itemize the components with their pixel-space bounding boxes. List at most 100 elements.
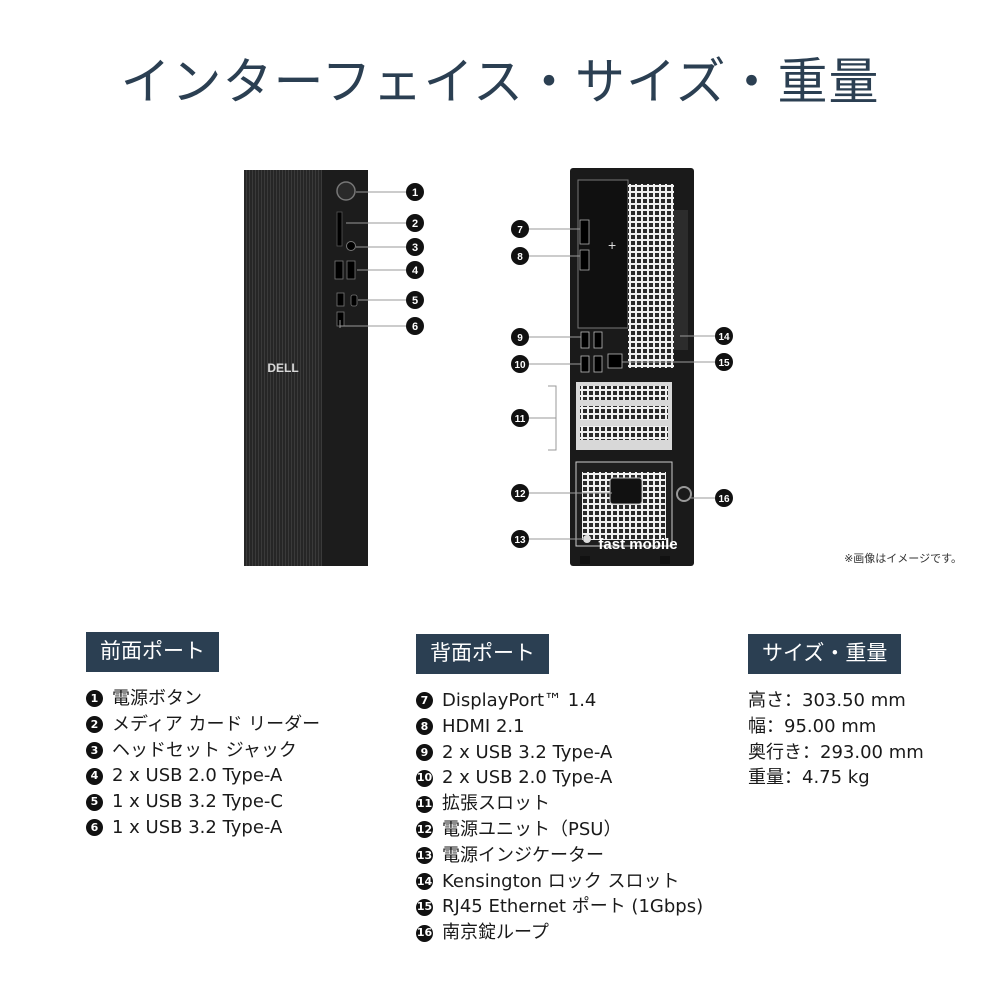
svg-text:13: 13 <box>514 535 526 546</box>
item-number-badge: 11 <box>416 795 433 813</box>
list-item: 8 HDMI 2.1 <box>416 714 703 740</box>
list-item: 9 2 x USB 3.2 Type-A <box>416 740 703 766</box>
list-item: 幅：95.00 mm <box>748 715 877 737</box>
svg-text:14: 14 <box>718 332 730 343</box>
headset-jack <box>346 241 356 251</box>
item-number-badge: 12 <box>416 821 433 839</box>
item-number-badge: 8 <box>416 718 433 736</box>
power-inlet <box>609 477 643 505</box>
list-item: 奥行き：293.00 mm <box>748 741 924 763</box>
rj45-port <box>607 353 623 369</box>
item-number-badge: 5 <box>86 793 103 811</box>
padlock-loop <box>676 486 692 502</box>
slot-cover <box>580 406 668 420</box>
list-item: 5 1 x USB 3.2 Type-C <box>86 789 320 815</box>
watermark: fast mobile <box>598 536 677 553</box>
svg-text:10: 10 <box>514 360 526 371</box>
item-number-badge: 14 <box>416 872 433 890</box>
item-label: 1 x USB 3.2 Type-A <box>112 816 283 838</box>
item-label: 拡張スロット <box>442 793 550 815</box>
list-item: 1 電源ボタン <box>86 686 320 712</box>
list-item: 高さ：303.50 mm <box>748 690 906 711</box>
usb-port <box>593 355 603 373</box>
displayport <box>579 219 590 245</box>
rear-callouts: 7 8 9 10 11 12 13 14 15 16 <box>511 220 733 548</box>
svg-text:15: 15 <box>718 358 730 369</box>
rear-vent-top <box>628 184 674 368</box>
list-item: 重量：4.75 kg <box>748 767 870 789</box>
list-item: 16 南京錠ループ <box>416 920 703 946</box>
hdmi-port <box>579 249 590 271</box>
svg-text:9: 9 <box>517 333 523 344</box>
page-title: インターフェイス・サイズ・重量 <box>120 53 880 111</box>
front-grille <box>244 170 322 566</box>
svg-text:12: 12 <box>514 489 526 500</box>
svg-text:6: 6 <box>412 321 418 333</box>
item-label: RJ45 Ethernet ポート (1Gbps) <box>442 896 704 918</box>
rear-ports-section: 背面ポート 7 DisplayPort™ 1.4 8 HDMI 2.1 9 2 x USB… <box>416 634 703 946</box>
item-label: HDMI 2.1 <box>442 715 525 737</box>
usb-c-port <box>350 294 358 307</box>
item-number-badge: 9 <box>416 743 433 761</box>
rear-ports-list: 7 DisplayPort™ 1.4 8 HDMI 2.1 9 2 x USB 3.2 T… <box>416 688 703 946</box>
item-label: 南京錠ループ <box>442 922 549 944</box>
item-label: 1 x USB 3.2 Type-C <box>112 791 283 813</box>
usb-port <box>346 260 356 280</box>
device-illustration: DELL 1 2 3 4 5 6 + <box>244 168 733 566</box>
svg-text:16: 16 <box>718 494 730 505</box>
item-number-badge: 2 <box>86 716 103 734</box>
power-button <box>336 181 356 201</box>
power-indicator-led <box>583 535 591 543</box>
item-number-badge: 10 <box>416 769 433 787</box>
side-rail <box>674 210 688 350</box>
front-tower: DELL <box>244 170 368 566</box>
svg-text:1: 1 <box>412 187 418 199</box>
slot-cover <box>580 386 668 400</box>
list-item: 4 2 x USB 2.0 Type-A <box>86 763 320 789</box>
svg-text:8: 8 <box>517 252 523 263</box>
item-label: 電源ボタン <box>112 688 202 709</box>
foot <box>580 556 590 564</box>
front-ports-header: 前面ポート <box>86 632 219 672</box>
slot-cover <box>580 426 668 440</box>
rear-tower: + fast mobile <box>570 168 694 566</box>
usb-port <box>593 331 603 349</box>
svg-text:11: 11 <box>515 414 526 425</box>
item-number-badge: 7 <box>416 692 433 710</box>
item-label: 2 x USB 2.0 Type-A <box>112 765 283 787</box>
item-label: 2 x USB 3.2 Type-A <box>442 741 613 763</box>
image-note: ※画像はイメージです。 <box>844 552 962 565</box>
rear-ports-header: 背面ポート <box>416 634 549 674</box>
item-label: DisplayPort™ 1.4 <box>442 690 597 711</box>
list-item: 11 拡張スロット <box>416 791 703 817</box>
item-number-badge: 4 <box>86 767 103 785</box>
foot <box>660 556 670 564</box>
dell-logo: DELL <box>267 361 298 375</box>
list-item: 15 RJ45 Ethernet ポート (1Gbps) <box>416 894 703 920</box>
item-number-badge: 15 <box>416 898 433 916</box>
front-panel <box>322 170 368 566</box>
usb-port <box>580 355 590 373</box>
list-item: 6 1 x USB 3.2 Type-A <box>86 815 320 841</box>
svg-text:3: 3 <box>412 242 418 254</box>
item-number-badge: 3 <box>86 741 103 759</box>
usb-port <box>580 331 590 349</box>
item-number-badge: 6 <box>86 819 103 837</box>
usb-port <box>336 292 345 307</box>
front-callouts: 1 2 3 4 5 6 <box>339 183 424 335</box>
usb-port <box>334 260 344 280</box>
plus-mark: + <box>608 237 616 253</box>
svg-text:5: 5 <box>412 295 418 307</box>
svg-text:7: 7 <box>517 225 523 236</box>
item-label: Kensington ロック スロット <box>442 870 680 892</box>
item-label: ヘッドセット ジャック <box>112 739 297 761</box>
item-number-badge: 16 <box>416 924 433 942</box>
list-item: 14 Kensington ロック スロット <box>416 869 703 895</box>
item-number-badge: 1 <box>86 690 103 708</box>
